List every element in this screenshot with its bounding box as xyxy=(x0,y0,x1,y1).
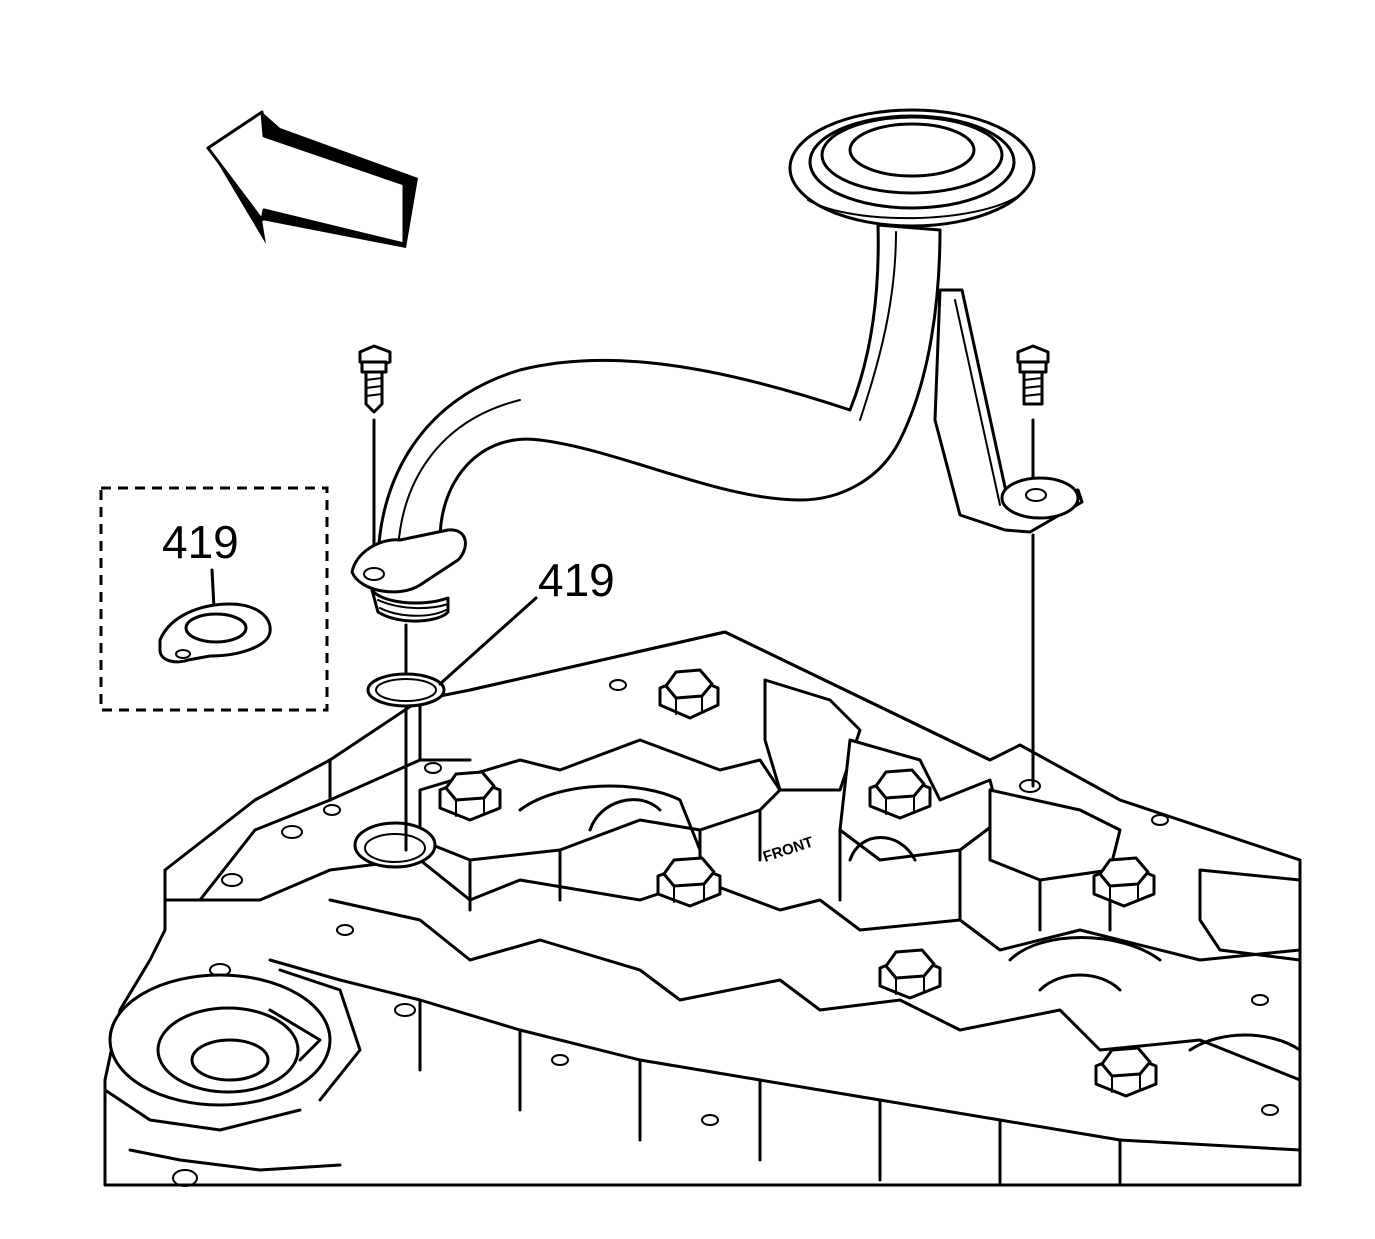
valve-body-casting xyxy=(103,630,1302,1187)
hex-bolt-icon xyxy=(658,668,720,720)
hex-bolt-icon xyxy=(878,948,942,1000)
callout-leader-line xyxy=(438,596,538,686)
detail-inset: 419 xyxy=(99,486,329,712)
gasket-seal xyxy=(158,602,272,664)
hex-bolt-icon xyxy=(1094,1046,1158,1098)
pipe-bolt-right xyxy=(1016,344,1050,406)
front-direction-arrow-icon xyxy=(206,110,418,248)
filter-pipe-assembly xyxy=(350,108,1084,623)
hex-bolt-icon xyxy=(438,770,502,822)
callout-419-detail: 419 xyxy=(162,516,239,568)
callout-419-part: 419 xyxy=(538,554,615,606)
valve-body-bolts xyxy=(438,668,1158,1098)
pipe-bolt-left xyxy=(358,344,392,414)
hex-bolt-icon xyxy=(868,768,932,820)
hex-bolt-icon xyxy=(1092,856,1156,908)
hex-bolt-icon xyxy=(656,856,722,908)
